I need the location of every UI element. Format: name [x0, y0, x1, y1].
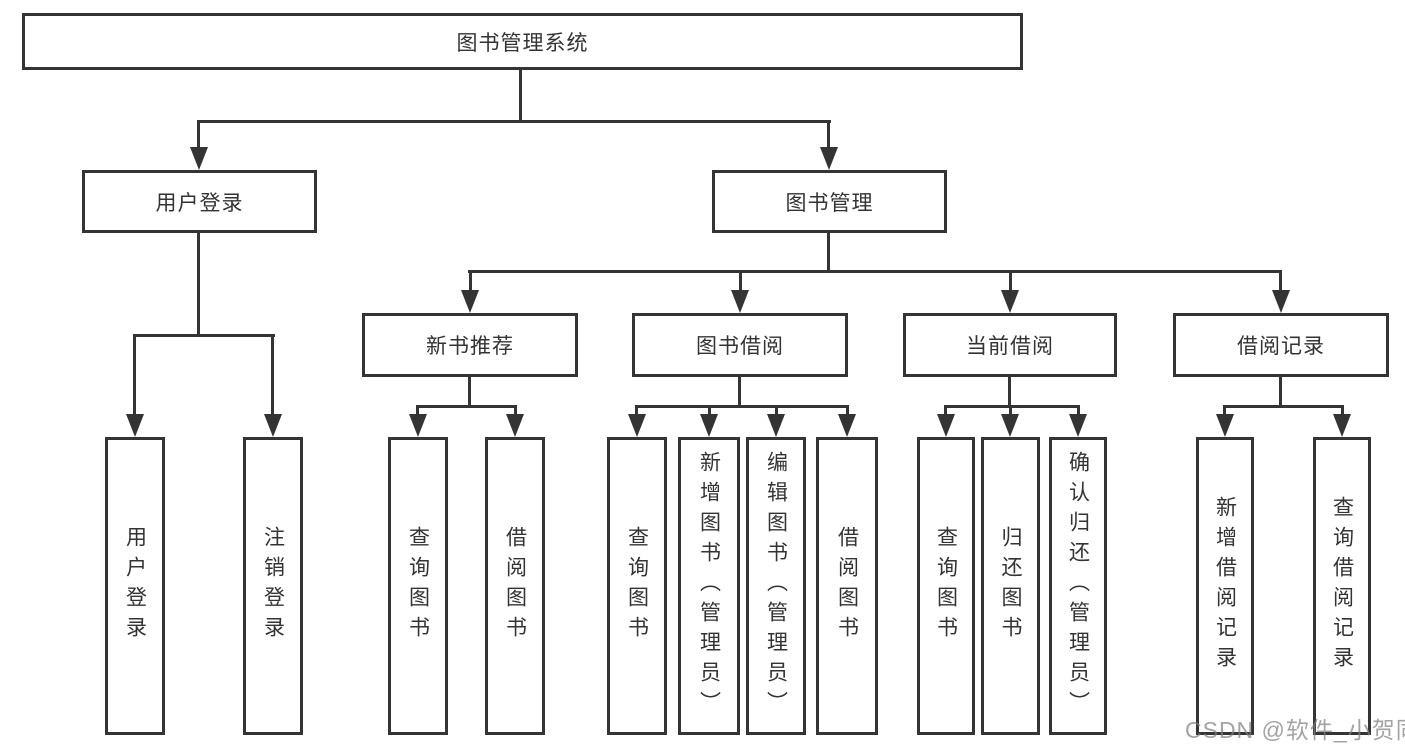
leaf-confirm-return-admin-label: 确认归还（管理员）	[1066, 451, 1090, 721]
arrowhead	[1001, 414, 1019, 437]
connector	[944, 405, 947, 417]
connector	[775, 405, 778, 417]
connector	[197, 233, 200, 337]
connector	[738, 377, 741, 408]
leaf-borrow-books: 借阅图书	[816, 437, 878, 735]
leaf-recommend-query-books-label: 查询图书	[406, 526, 430, 646]
arrowhead	[767, 414, 785, 437]
arrowhead	[628, 414, 646, 437]
arrowhead	[820, 147, 838, 170]
leaf-edit-books-admin: 编辑图书（管理员）	[746, 437, 806, 735]
arrowhead	[409, 414, 427, 437]
connector	[708, 405, 711, 417]
arrowhead	[1001, 290, 1019, 313]
connector	[827, 233, 830, 272]
connector	[846, 405, 849, 417]
node-book-borrow-label: 图书借阅	[696, 335, 784, 358]
leaf-current-query-books-label: 查询图书	[934, 526, 958, 646]
arrowhead	[190, 147, 208, 170]
node-book-borrow: 图书借阅	[632, 313, 848, 377]
connector	[416, 405, 419, 417]
arrowhead	[1216, 414, 1234, 437]
connector	[514, 405, 517, 417]
leaf-query-borrow-record-label: 查询借阅记录	[1330, 496, 1354, 676]
connector	[635, 405, 849, 408]
leaf-current-query-books: 查询图书	[917, 437, 975, 735]
connector	[416, 405, 517, 408]
leaf-add-borrow-record: 新增借阅记录	[1196, 437, 1254, 735]
connector	[635, 405, 638, 417]
node-borrow-records-label: 借阅记录	[1237, 335, 1325, 358]
node-book-management: 图书管理	[712, 170, 947, 233]
arrowhead	[1333, 414, 1351, 437]
connector	[739, 270, 742, 293]
csdn-watermark: CSDN @软件_小贺同学	[1185, 717, 1405, 743]
connector	[944, 405, 1080, 408]
leaf-user-login-label: 用户登录	[123, 526, 147, 646]
leaf-recommend-borrow-books-label: 借阅图书	[503, 526, 527, 646]
connector	[133, 334, 136, 417]
connector	[1223, 405, 1226, 417]
arrowhead	[838, 414, 856, 437]
leaf-return-books-label: 归还图书	[999, 526, 1022, 646]
connector	[1009, 405, 1012, 417]
leaf-logout-label: 注销登录	[261, 526, 285, 646]
connector	[1279, 377, 1282, 408]
node-user-login: 用户登录	[82, 170, 317, 233]
leaf-confirm-return-admin: 确认归还（管理员）	[1049, 437, 1107, 735]
connector	[1223, 405, 1344, 408]
connector	[197, 120, 200, 150]
leaf-borrow-query-books-label: 查询图书	[625, 526, 649, 646]
connector	[271, 334, 274, 417]
arrowhead	[461, 290, 479, 313]
arrowhead	[937, 414, 955, 437]
leaf-edit-books-admin-label: 编辑图书（管理员）	[764, 451, 788, 721]
node-current-borrow: 当前借阅	[903, 313, 1117, 377]
leaf-logout: 注销登录	[243, 437, 303, 735]
leaf-return-books: 归还图书	[981, 437, 1040, 735]
leaf-borrow-books-label: 借阅图书	[835, 526, 859, 646]
leaf-query-borrow-record: 查询借阅记录	[1313, 437, 1371, 735]
connector	[468, 270, 1282, 273]
connector	[469, 270, 472, 293]
connector	[1279, 270, 1282, 293]
node-new-book-recommend: 新书推荐	[362, 313, 578, 377]
connector	[1341, 405, 1344, 417]
connector	[133, 334, 275, 337]
node-root-label: 图书管理系统	[456, 31, 589, 55]
leaf-recommend-borrow-books: 借阅图书	[485, 437, 545, 735]
arrowhead	[1272, 290, 1290, 313]
arrowhead	[700, 414, 718, 437]
connector	[519, 68, 522, 122]
arrowhead	[1069, 414, 1087, 437]
leaf-user-login: 用户登录	[105, 437, 165, 735]
node-borrow-records: 借阅记录	[1173, 313, 1389, 377]
leaf-add-books-admin: 新增图书（管理员）	[678, 437, 740, 735]
connector	[1008, 377, 1011, 408]
leaf-add-borrow-record-label: 新增借阅记录	[1213, 496, 1237, 676]
connector	[197, 120, 831, 123]
node-root: 图书管理系统	[22, 13, 1023, 70]
arrowhead	[264, 414, 282, 437]
connector	[468, 377, 471, 408]
node-current-borrow-label: 当前借阅	[966, 335, 1054, 358]
leaf-borrow-query-books: 查询图书	[607, 437, 667, 735]
arrowhead	[506, 414, 524, 437]
connector	[1077, 405, 1080, 417]
connector	[827, 120, 830, 150]
arrowhead	[731, 290, 749, 313]
connector	[1009, 270, 1012, 293]
node-book-management-label: 图书管理	[785, 191, 874, 215]
arrowhead	[126, 414, 144, 437]
node-new-book-recommend-label: 新书推荐	[426, 335, 514, 358]
leaf-recommend-query-books: 查询图书	[388, 437, 448, 735]
node-user-login-label: 用户登录	[155, 191, 244, 215]
leaf-add-books-admin-label: 新增图书（管理员）	[697, 451, 721, 721]
